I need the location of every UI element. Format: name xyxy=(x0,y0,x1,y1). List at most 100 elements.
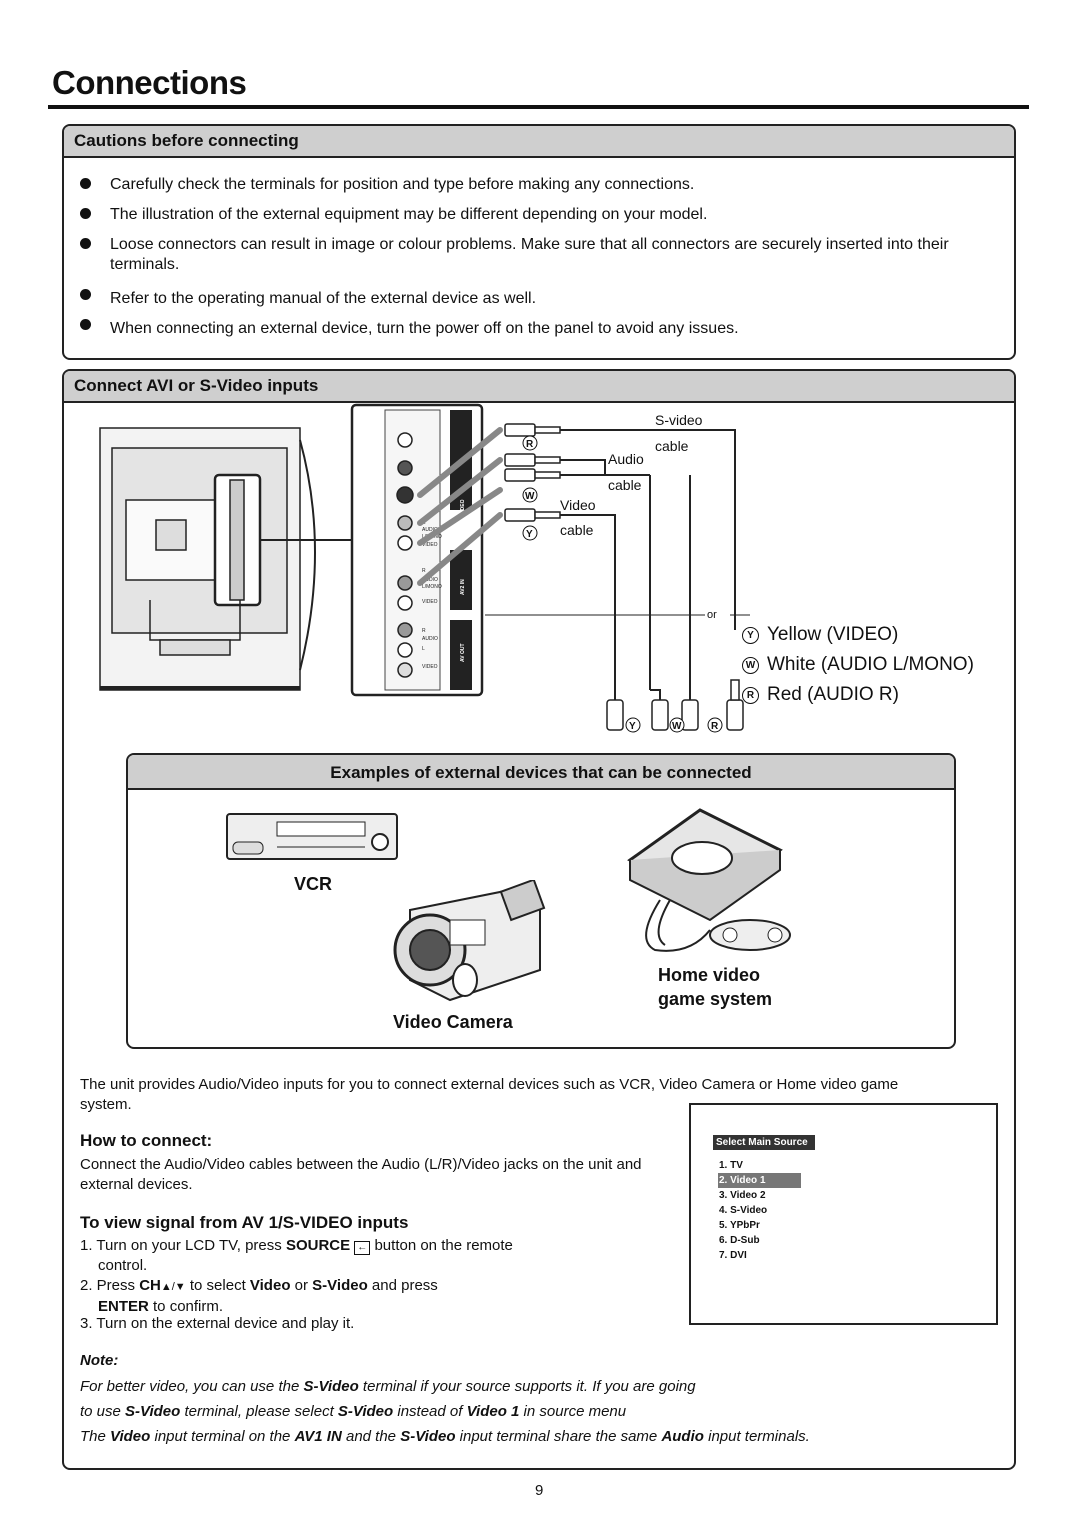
note-label: Note: xyxy=(80,1352,119,1369)
cautions-heading: Cautions before connecting xyxy=(64,126,1014,158)
panel-label-video3: VIDEO xyxy=(422,664,438,670)
step-2: 2. Press CH▲/▼ to select Video or S-Vide… xyxy=(80,1276,670,1317)
note-bold: S-Video xyxy=(400,1428,456,1445)
step-2-text: to select xyxy=(185,1277,250,1294)
title-rule xyxy=(48,105,1029,109)
intro-paragraph: The unit provides Audio/Video inputs for… xyxy=(80,1076,899,1113)
connect-heading: Connect AVI or S-Video inputs xyxy=(64,371,1014,403)
video-label: Video xyxy=(560,497,596,513)
source-menu-item[interactable]: 4. S-Video xyxy=(719,1205,768,1216)
white-circle-icon: W xyxy=(742,657,759,674)
note-bold: Video xyxy=(110,1428,151,1445)
bullet-icon xyxy=(80,238,91,249)
source-menu-item[interactable]: 1. TV xyxy=(719,1160,743,1171)
audio-cable-label: cable xyxy=(608,477,642,493)
note-bold: S-Video xyxy=(337,1403,394,1420)
source-menu-item[interactable]: 7. DVI xyxy=(719,1250,747,1261)
red-circle-icon: R xyxy=(742,687,759,704)
note-text: The xyxy=(80,1428,111,1445)
svideo-cable-label: cable xyxy=(655,438,689,454)
ch-key: CH xyxy=(139,1277,161,1294)
source-menu: Select Main Source 1. TV 2. Video 1 3. V… xyxy=(713,1135,815,1263)
bullet-icon xyxy=(80,178,91,189)
caution-item: Carefully check the terminals for positi… xyxy=(110,176,695,193)
source-menu-item[interactable]: 5. YPbPr xyxy=(719,1220,760,1231)
legend-item-white: W White (AUDIO L/MONO) xyxy=(742,650,974,680)
examples-heading: Examples of external devices that can be… xyxy=(128,755,954,790)
note-bold: Audio xyxy=(661,1428,704,1445)
game-label-line2: game system xyxy=(658,989,773,1009)
note-text: input terminals. xyxy=(703,1428,810,1445)
note-text: and the xyxy=(341,1428,401,1445)
caution-item: When connecting an external device, turn… xyxy=(110,320,739,337)
cable-letter-w: W xyxy=(525,491,535,502)
caution-item: Loose connectors can result in image or … xyxy=(110,236,949,273)
game-system-illustration xyxy=(627,808,791,952)
video-cable-label: cable xyxy=(560,522,594,538)
panel-label-r2: R xyxy=(422,568,426,574)
or-label: or xyxy=(707,609,717,621)
panel-label-lmono2: L/MONO xyxy=(422,584,442,590)
step-2-text: or xyxy=(290,1277,313,1294)
panel-label-avout: AV OUT xyxy=(460,643,466,662)
bullet-icon xyxy=(80,208,91,219)
panel-label-l3: L xyxy=(422,646,425,652)
panel-label-audio2: AUDIO xyxy=(422,577,438,583)
plug-letter-w: W xyxy=(672,721,682,732)
game-label-line1: Home video xyxy=(658,965,761,985)
cautions-box: Cautions before connecting xyxy=(62,124,1016,360)
source-icon: ← xyxy=(354,1241,371,1255)
note-text: to use xyxy=(80,1403,126,1420)
step-1-text: button on the remote xyxy=(370,1237,513,1254)
bullet-icon xyxy=(80,319,91,330)
step-2-text: 2. Press xyxy=(80,1277,140,1294)
bullet-icon xyxy=(80,289,91,300)
caution-item: Refer to the operating manual of the ext… xyxy=(110,290,537,307)
source-menu-title: Select Main Source xyxy=(713,1135,815,1150)
panel-label-audio3: AUDIO xyxy=(422,636,438,642)
note-bold: AV1 IN xyxy=(294,1428,342,1445)
enter-key: ENTER xyxy=(98,1298,149,1315)
panel-label-av1: AV1 IN / S-VIDEO xyxy=(460,499,466,540)
legend-text: White (AUDIO L/MONO) xyxy=(767,654,974,675)
plug-letter-y: Y xyxy=(629,721,636,732)
video-camera-illustration xyxy=(393,880,546,1002)
examples-box: Examples of external devices that can be… xyxy=(126,753,956,1049)
page-title: Connections xyxy=(52,64,247,101)
page-number: 9 xyxy=(535,1482,544,1499)
source-menu-item[interactable]: 6. D-Sub xyxy=(719,1235,760,1246)
video-camera-label: Video Camera xyxy=(393,1012,513,1032)
step-2-bold: S-Video xyxy=(312,1277,368,1294)
legend-text: Red (AUDIO R) xyxy=(767,684,899,705)
source-menu-item-selected[interactable]: 2. Video 1 xyxy=(718,1173,801,1188)
step-1-text: 1. Turn on your LCD TV, press xyxy=(80,1237,286,1254)
note-bold: Video 1 xyxy=(466,1403,520,1420)
note-text: terminal if your source supports it. If … xyxy=(358,1378,696,1395)
how-heading: How to connect: xyxy=(80,1131,213,1150)
audio-label: Audio xyxy=(608,451,644,467)
yellow-circle-icon: Y xyxy=(742,627,759,644)
step-2-text: and press xyxy=(367,1277,438,1294)
note-text: For better video, you can use the xyxy=(80,1378,304,1395)
connect-box: Connect AVI or S-Video inputs xyxy=(62,369,1016,1470)
note-bold: S-Video xyxy=(303,1378,359,1395)
note-line-3: The Video input terminal on the AV1 IN a… xyxy=(80,1428,1020,1445)
note-text: terminal, please select xyxy=(180,1403,338,1420)
note-text: in source menu xyxy=(519,1403,627,1420)
note-line-1: For better video, you can use the S-Vide… xyxy=(80,1378,1020,1395)
cable-letter-y: Y xyxy=(526,529,533,540)
panel-label-video: VIDEO xyxy=(422,542,438,548)
note-text: instead of xyxy=(393,1403,467,1420)
ch-arrows-icon: ▲/▼ xyxy=(160,1281,186,1293)
plug-letter-r: R xyxy=(711,721,719,732)
panel-label-av2: AV2 IN xyxy=(460,579,466,595)
view-heading: To view signal from AV 1/S-VIDEO inputs xyxy=(80,1213,409,1232)
note-text: input terminal on the xyxy=(150,1428,295,1445)
vcr-label: VCR xyxy=(294,874,333,894)
step-2-bold: Video xyxy=(249,1277,291,1294)
source-menu-item[interactable]: 3. Video 2 xyxy=(719,1190,766,1201)
legend-item-red: R Red (AUDIO R) xyxy=(742,680,974,710)
caution-item: The illustration of the external equipme… xyxy=(110,206,708,223)
